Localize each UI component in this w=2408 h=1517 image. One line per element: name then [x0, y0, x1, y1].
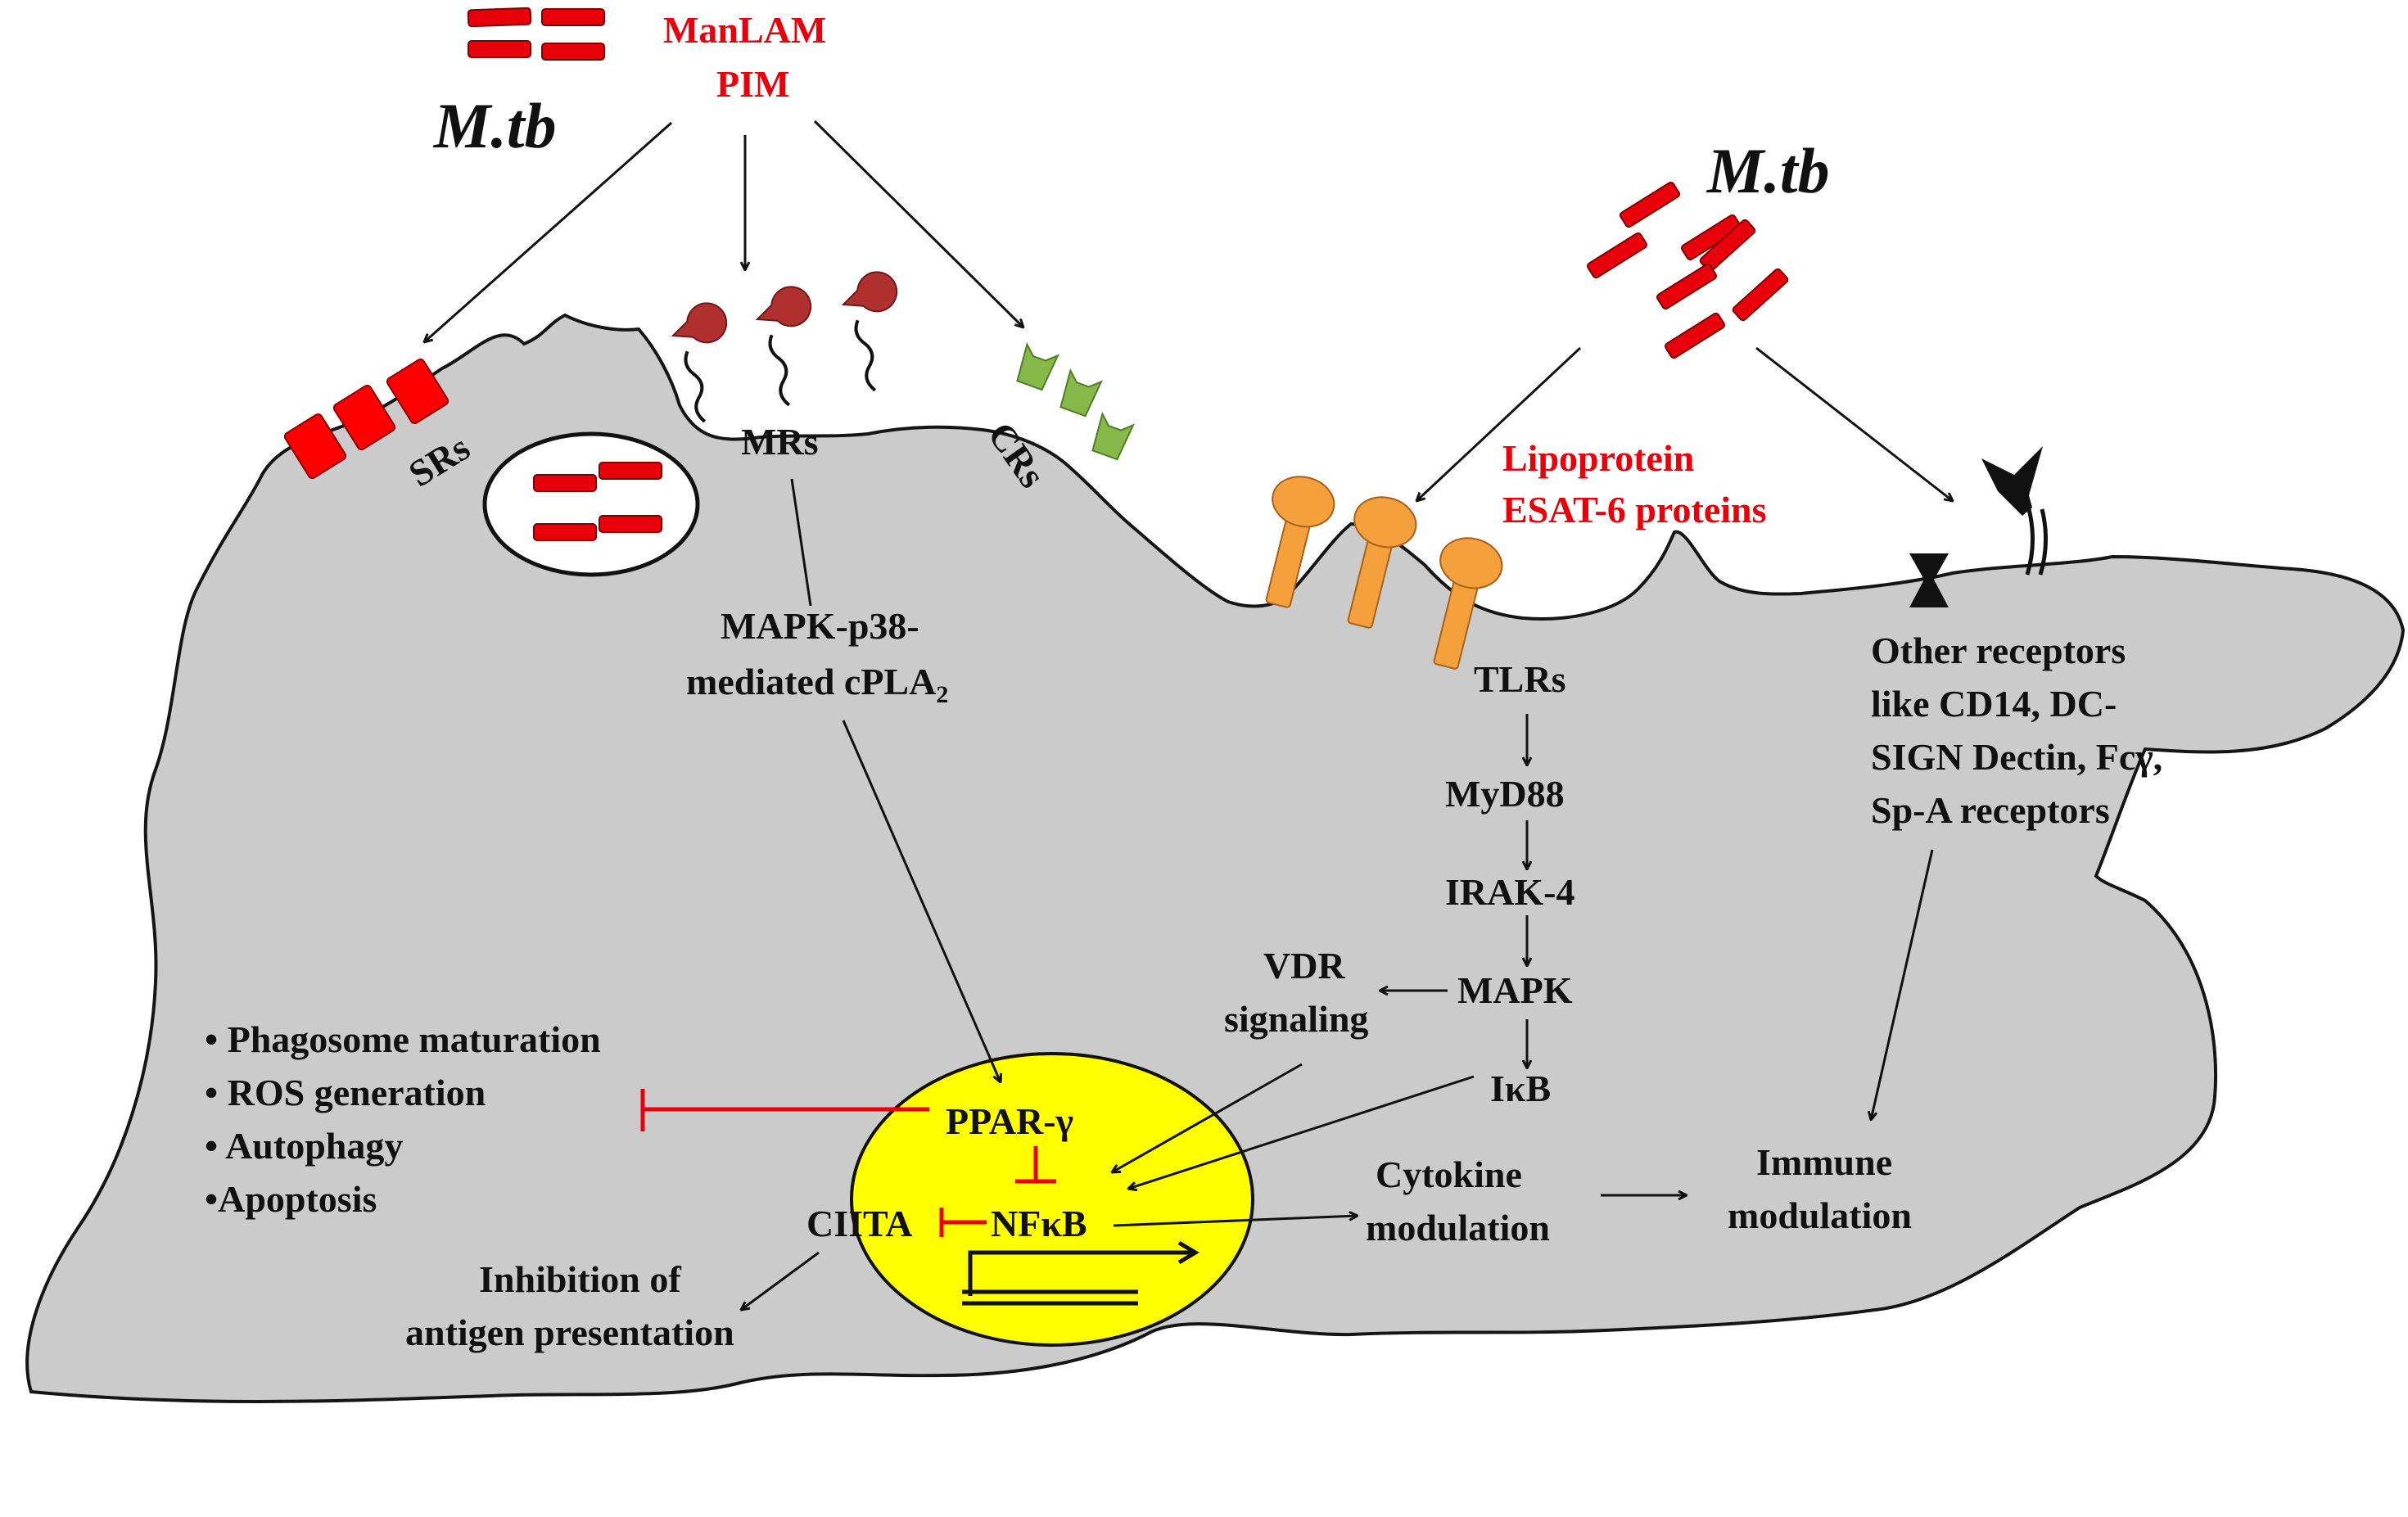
mtb-bacterium-icon	[1618, 180, 1682, 229]
ppar-gamma-label: PPAR-γ	[946, 1100, 1073, 1142]
y-receptor-icon	[1981, 446, 2048, 576]
mtb-bacterium-icon	[468, 40, 531, 58]
tlrs-label: TLRs	[1474, 658, 1565, 700]
mr-receptor-icon	[751, 282, 829, 410]
myd88-label: MyD88	[1445, 773, 1565, 815]
ciita-label: CIITA	[806, 1203, 913, 1244]
mtb-bacterium-icon	[467, 7, 532, 28]
irak4-label: IRAK-4	[1445, 871, 1574, 913]
mr-receptor-icon	[837, 267, 915, 395]
nfkb-label: NFκB	[991, 1203, 1087, 1244]
mtb-bacterium-icon	[1655, 262, 1719, 311]
mtb-bacterium-icon	[541, 43, 605, 61]
cr-receptor-icon	[1088, 413, 1135, 462]
vdr-label-line2: signaling	[1224, 998, 1368, 1040]
inhibition-label-line2: antigen presentation	[405, 1312, 734, 1353]
phagosome-bacterium-icon	[599, 462, 662, 480]
mtb-bacterium-icon	[1731, 267, 1790, 323]
function-item: • Phagosome maturation	[205, 1018, 601, 1060]
mtb-bacterium-icon	[1585, 231, 1649, 280]
phagosome	[482, 431, 700, 577]
other-receptors-line2: like CD14, DC-	[1871, 683, 2117, 725]
lipoprotein-label: Lipoprotein	[1502, 437, 1694, 479]
other-receptors-line1: Other receptors	[1871, 630, 2126, 671]
pim-label: PIM	[716, 63, 789, 105]
pathway-arrows	[424, 120, 1953, 1310]
immune-label-line1: Immune	[1756, 1141, 1892, 1183]
ikb-label: IκB	[1490, 1068, 1551, 1109]
cytokine-label-line1: Cytokine	[1376, 1154, 1522, 1195]
function-item: • ROS generation	[205, 1072, 486, 1113]
phagosome-bacterium-icon	[533, 523, 597, 541]
mrs-label: MRs	[741, 421, 819, 463]
other-receptors-line4: Sp-A receptors	[1871, 789, 2110, 831]
cr-receptor-icon	[1056, 369, 1103, 418]
mapk-p38-label-line2: mediated cPLA2	[686, 661, 948, 708]
cr-receptor-icon	[1013, 343, 1059, 392]
mtb-bacterium-icon	[1663, 311, 1727, 360]
function-item: • Autophagy	[205, 1125, 403, 1167]
hourglass-receptor-icon	[1909, 553, 1949, 607]
function-item: •Apoptosis	[205, 1178, 377, 1220]
inhibition-lines	[640, 1089, 1056, 1237]
mapk-label: MAPK	[1457, 969, 1573, 1011]
other-receptors-line3: SIGN Dectin, Fcγ,	[1871, 736, 2162, 778]
immune-label-line2: modulation	[1728, 1194, 1912, 1236]
esat6-label: ESAT-6 proteins	[1502, 489, 1767, 530]
nucleus	[850, 1052, 1254, 1347]
mtb-label-right: M.tb	[1705, 135, 1830, 206]
vdr-label-line1: VDR	[1263, 945, 1345, 987]
phagosome-bacterium-icon	[533, 474, 597, 492]
inhibition-label-line1: Inhibition of	[479, 1258, 681, 1300]
mtb-bacterium-icon	[541, 8, 605, 26]
cytokine-label-line2: modulation	[1366, 1207, 1550, 1248]
mtb-label-left: M.tb	[432, 90, 557, 161]
phagosome-bacterium-icon	[599, 515, 662, 533]
manlam-label: ManLAM	[663, 9, 826, 51]
mapk-p38-label-line1: MAPK-p38-	[721, 605, 919, 647]
